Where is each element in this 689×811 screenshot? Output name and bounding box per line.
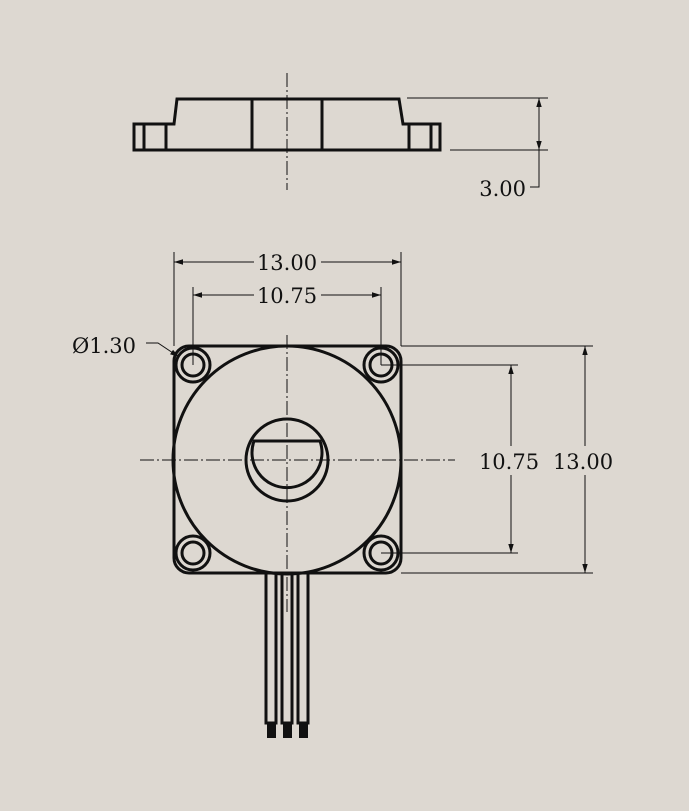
hole-diameter-label: Ø1.30 — [72, 334, 136, 358]
wire-tip — [267, 723, 276, 738]
overall-width-label: 13.00 — [257, 251, 317, 275]
hole-spacing-width-label: 10.75 — [257, 284, 317, 308]
wire-tip — [283, 723, 292, 738]
right-flange-hatch — [429, 122, 442, 152]
side-section-view: 3.00 — [132, 73, 548, 201]
leader-line — [530, 150, 540, 188]
d-shaft — [250, 439, 324, 490]
right-body-hatch — [320, 97, 411, 152]
left-body-hatch — [164, 97, 254, 152]
wire — [264, 571, 278, 725]
left-mount-hole — [142, 122, 168, 152]
overall-height-label: 13.00 — [553, 450, 613, 474]
hole-spacing-height-label: 10.75 — [479, 450, 539, 474]
right-mount-hole — [407, 122, 433, 152]
front-view: 13.00 10.75 Ø1.30 10.75 13.00 — [72, 251, 613, 738]
wire-leads — [264, 571, 310, 738]
wire-tip — [299, 723, 308, 738]
wire — [296, 571, 310, 725]
height-dim-label: 3.00 — [479, 177, 526, 201]
